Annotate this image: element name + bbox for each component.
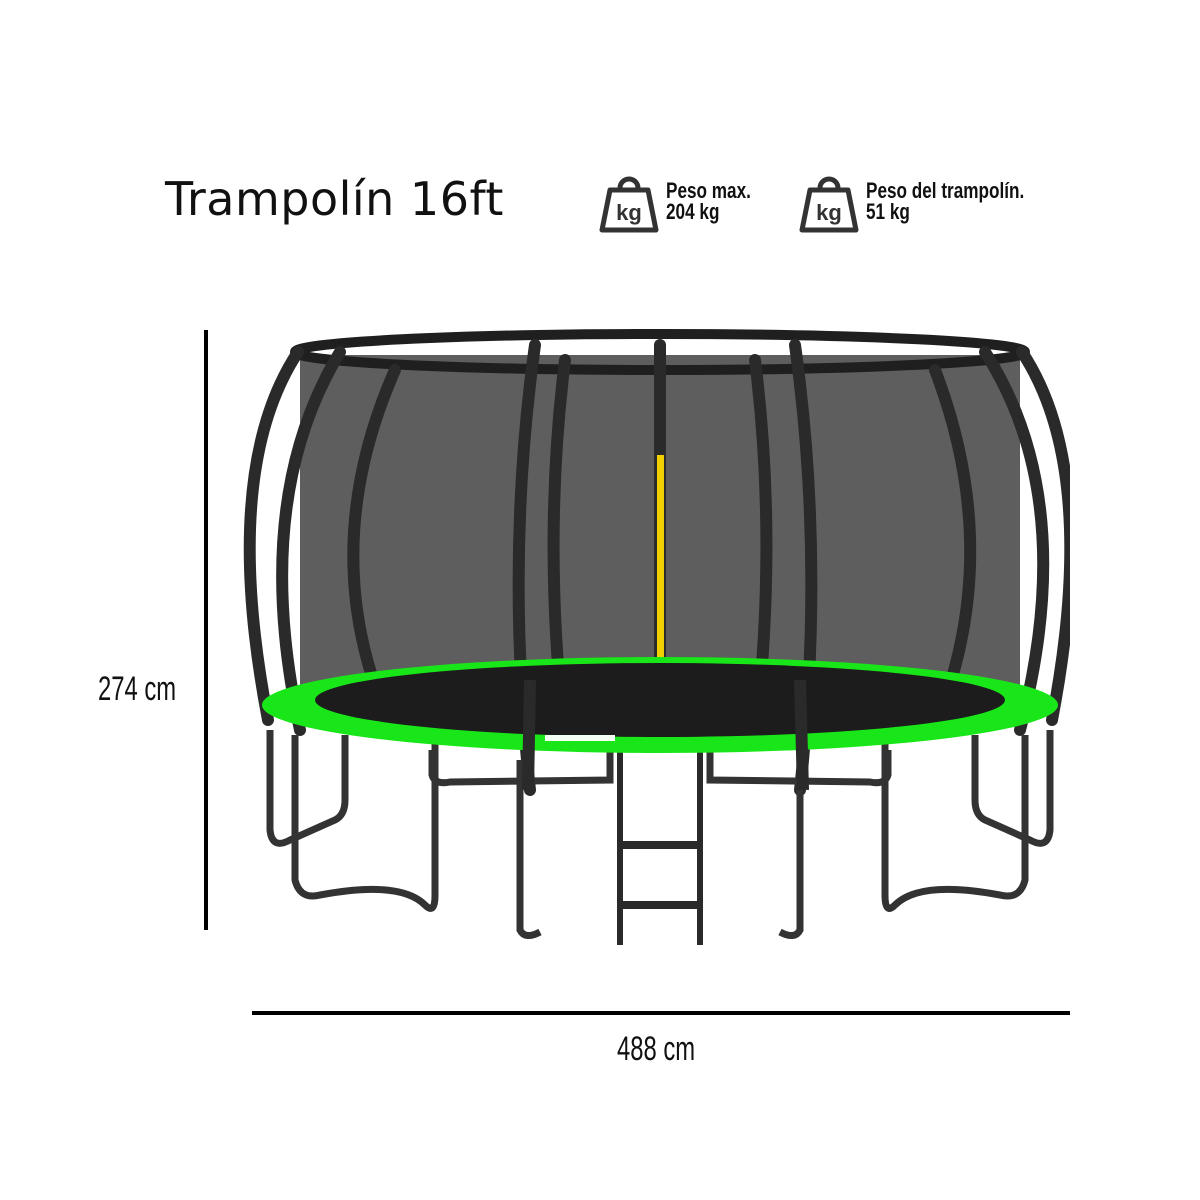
front-poles bbox=[522, 679, 809, 791]
spec-label: Peso max. bbox=[666, 178, 751, 203]
ladder bbox=[617, 745, 703, 945]
trampoline-illustration bbox=[243, 329, 1070, 945]
kg-weight-icon: kg bbox=[599, 176, 659, 233]
pad-label bbox=[545, 735, 615, 741]
width-label: 488 cm bbox=[617, 1030, 696, 1068]
width-dimension-line bbox=[252, 1011, 1070, 1015]
svg-text:kg: kg bbox=[816, 200, 842, 225]
product-title: Trampolín 16ft bbox=[165, 172, 504, 226]
enclosure-poles bbox=[243, 339, 1070, 796]
frame-legs bbox=[266, 730, 1054, 939]
svg-text:kg: kg bbox=[616, 200, 642, 225]
spec-trampoline-weight: kg Peso del trampolín. 51 kg bbox=[798, 168, 1069, 234]
zipper-pole bbox=[657, 455, 664, 715]
spec-label: Peso del trampolín. bbox=[866, 178, 1025, 203]
height-dimension-line bbox=[204, 330, 208, 930]
spec-value: 204 kg bbox=[666, 199, 720, 224]
spec-max-weight: kg Peso max. 204 kg bbox=[598, 168, 775, 234]
jumping-mat bbox=[315, 663, 1005, 737]
spec-value: 51 kg bbox=[866, 199, 910, 224]
height-label: 274 cm bbox=[98, 670, 177, 708]
kg-weight-icon: kg bbox=[799, 176, 859, 233]
